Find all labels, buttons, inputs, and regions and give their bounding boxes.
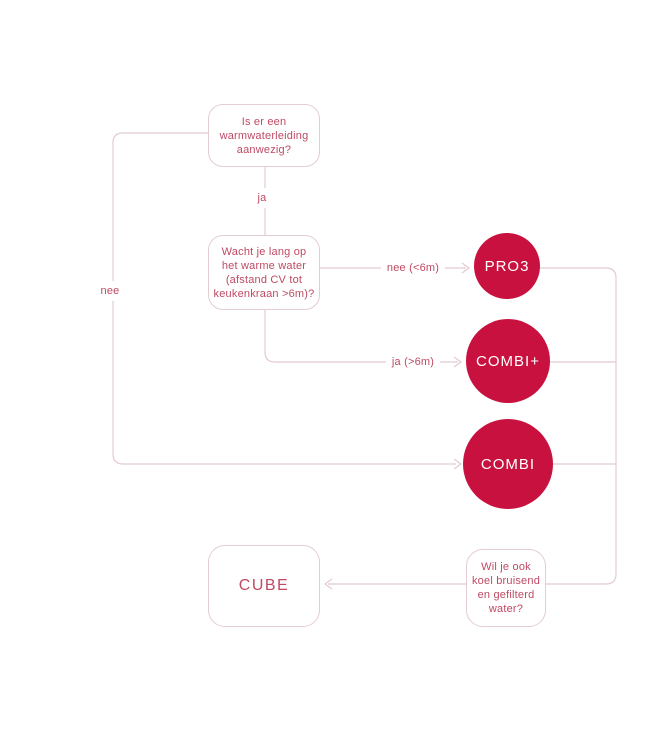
node-product-combi: COMBI bbox=[463, 419, 553, 509]
edge-pro3-q3-line bbox=[540, 267, 617, 585]
arrowhead-right-icon bbox=[453, 458, 463, 470]
edge-label-ja: ja bbox=[251, 188, 273, 208]
node-question-koelwater: Wil je ook koel bruisend en gefilterd wa… bbox=[466, 549, 546, 627]
arrowhead-right-icon bbox=[453, 356, 463, 368]
edge-label-ja-6m: ja (>6m) bbox=[385, 352, 441, 372]
arrowhead-left-icon bbox=[323, 578, 333, 590]
node-product-pro3: PRO3 bbox=[474, 233, 540, 299]
node-product-cube: CUBE bbox=[208, 545, 320, 627]
node-question-wachttijd: Wacht je lang op het warme water (afstan… bbox=[208, 235, 320, 310]
arrowhead-right-icon bbox=[461, 262, 471, 274]
node-product-combi-plus: COMBI+ bbox=[466, 319, 550, 403]
node-question-warmwaterleiding: Is er een warmwaterleiding aanwezig? bbox=[208, 104, 320, 167]
edge-label-nee: nee bbox=[94, 281, 126, 301]
edge-label-nee-6m: nee (<6m) bbox=[380, 258, 446, 278]
